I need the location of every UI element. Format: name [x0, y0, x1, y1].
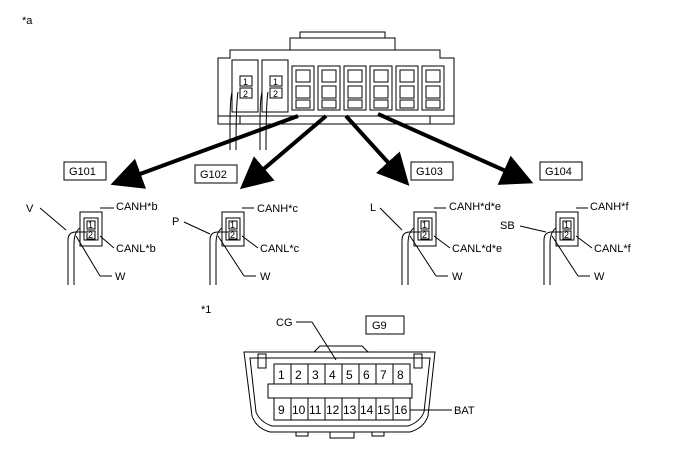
g102-wire-color: P — [172, 216, 179, 228]
connector-g103 — [379, 207, 451, 285]
dlc-pin-7: 7 — [380, 368, 387, 382]
cg-label: CG — [276, 317, 293, 329]
g102-canl: CANL*c — [260, 243, 300, 255]
top-left-pin1: 1 — [243, 77, 248, 87]
dlc-pin-8: 8 — [397, 368, 404, 382]
bottom-note: *1 — [201, 304, 211, 316]
g104-wire-color: SB — [500, 220, 515, 232]
dlc-pin-16: 16 — [394, 403, 408, 417]
dlc-connector — [243, 345, 436, 439]
dlc-pin-12: 12 — [326, 403, 340, 417]
arrow-g101 — [110, 114, 299, 189]
arrows — [110, 112, 534, 190]
connector-g104 — [519, 207, 593, 285]
dlc-pin-9: 9 — [278, 403, 285, 417]
g104-canl: CANL*f — [594, 243, 632, 255]
g104-pin1: 1 — [564, 220, 569, 230]
top-note: *a — [22, 15, 33, 27]
g103-canh: CANH*d*e — [449, 201, 501, 213]
dlc-pin-15: 15 — [377, 403, 391, 417]
g101-wire-color: V — [26, 203, 34, 215]
g101-pin1: 1 — [88, 220, 93, 230]
g102-ground: W — [260, 271, 271, 283]
dlc-pin-4: 4 — [329, 368, 336, 382]
g103-ground: W — [452, 271, 463, 283]
dlc-pin-11: 11 — [309, 403, 322, 417]
junction-connector — [217, 31, 455, 151]
g104-pin2: 2 — [564, 230, 569, 240]
connector-g101 — [39, 207, 115, 285]
dlc-id: G9 — [372, 320, 387, 332]
g101-canl: CANL*b — [116, 243, 156, 255]
dlc-pin-14: 14 — [360, 403, 374, 417]
dlc-pin-10: 10 — [292, 403, 306, 417]
connector-id-g103: G103 — [416, 166, 443, 178]
connector-id-g102: G102 — [200, 169, 227, 181]
dlc-pin-1: 1 — [278, 368, 285, 382]
dlc-top-row: 1 2 3 4 5 6 7 8 — [278, 368, 404, 382]
g104-ground: W — [594, 271, 605, 283]
dlc-pin-5: 5 — [346, 368, 353, 382]
top-right-pin1: 1 — [273, 77, 278, 87]
connector-g102 — [183, 207, 259, 285]
dlc-pin-2: 2 — [295, 368, 302, 382]
dlc-pin-13: 13 — [343, 403, 357, 417]
connector-id-g104: G104 — [545, 166, 572, 178]
g102-pin1: 1 — [230, 220, 235, 230]
dlc-pin-6: 6 — [363, 368, 370, 382]
g103-wire-color: L — [370, 202, 376, 214]
g103-pin1: 1 — [422, 220, 427, 230]
top-left-pin2: 2 — [243, 89, 248, 99]
arrow-g103 — [344, 114, 410, 186]
g101-canh: CANH*b — [116, 201, 158, 213]
connector-id-g101: G101 — [69, 166, 96, 178]
g102-pin2: 2 — [230, 230, 235, 240]
g103-pin2: 2 — [422, 230, 427, 240]
dlc-pin-3: 3 — [312, 368, 319, 382]
top-right-pin2: 2 — [273, 89, 278, 99]
bat-label: BAT — [454, 405, 475, 417]
arrow-g104 — [377, 112, 534, 185]
g104-canh: CANH*f — [590, 201, 629, 213]
arrow-g102 — [239, 114, 328, 190]
g101-pin2: 2 — [88, 230, 93, 240]
g103-canl: CANL*d*e — [452, 243, 502, 255]
dlc-bottom-row: 9 10 11 12 13 14 15 16 — [278, 403, 408, 417]
g101-ground: W — [115, 271, 126, 283]
g102-canh: CANH*c — [257, 203, 298, 215]
